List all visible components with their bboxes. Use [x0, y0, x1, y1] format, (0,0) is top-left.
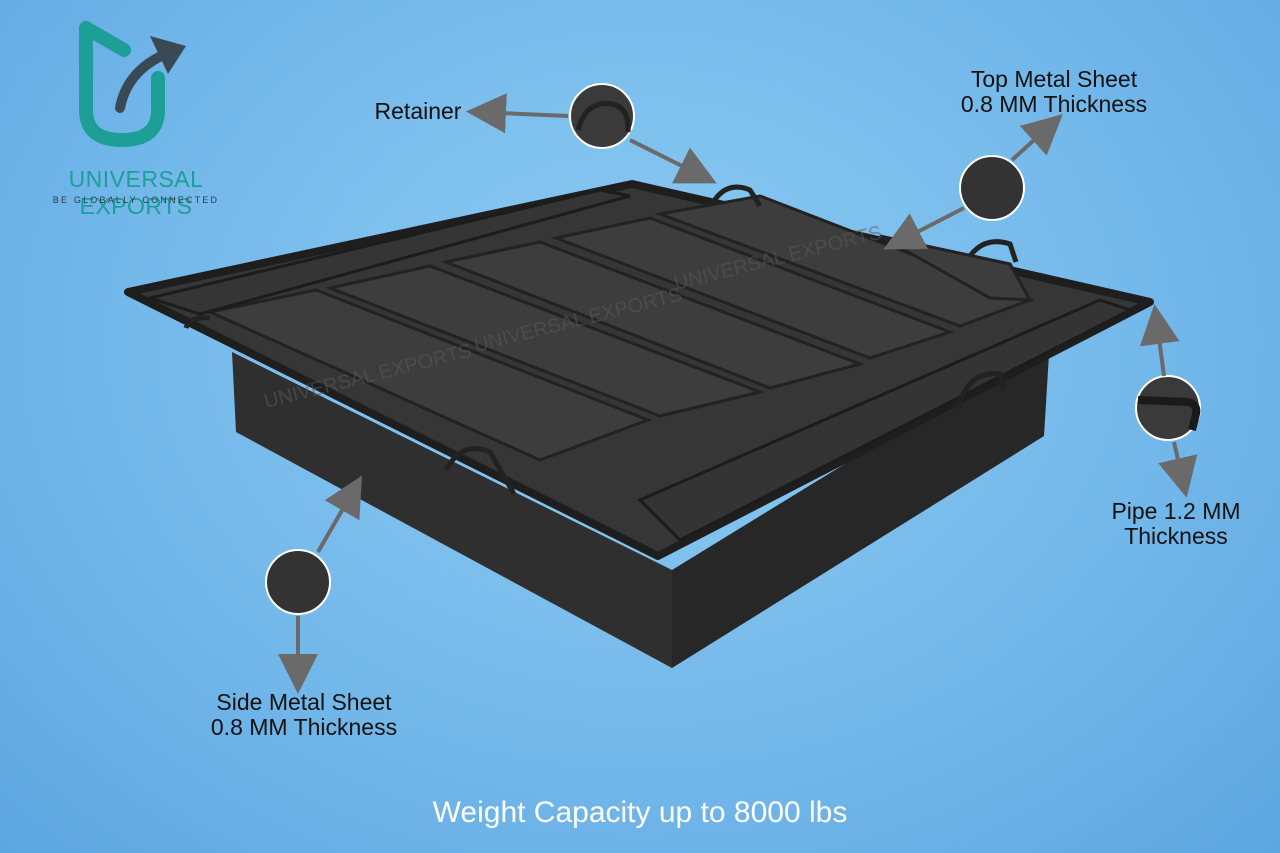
retainer-callout [569, 83, 635, 149]
retainer-handles [183, 184, 1019, 496]
brand-tagline: BE GLOBALLY CONNECTED [52, 195, 220, 205]
side-sheet-label-line-1: Side Metal Sheet [216, 689, 392, 715]
u-arrow-logo-icon [79, 21, 186, 148]
side-metal-sheet-front [232, 352, 672, 668]
right-side-board [637, 298, 1134, 542]
weight-capacity-caption: Weight Capacity up to 8000 lbs [432, 796, 848, 829]
retainer-label: Retainer [374, 98, 462, 124]
top-sheet-label-line-1: Top Metal Sheet [970, 66, 1138, 92]
side-sheet-label: Side Metal Sheet 0.8 MM Thickness [180, 690, 428, 740]
pipe-label-line-1: Pipe 1.2 MM [1111, 498, 1241, 524]
top-sheet-callout [959, 155, 1025, 221]
side-sheet-callout [265, 549, 331, 615]
callout-arrows [278, 93, 1198, 694]
side-metal-sheet-right [672, 338, 1050, 668]
pipe-label-line-2: Thickness [1124, 523, 1228, 549]
top-metal-sheets [205, 194, 1035, 462]
brand-name: UNIVERSAL EXPORTS [68, 166, 204, 219]
pipe-callout [1135, 375, 1201, 441]
top-sheet-label-line-2: 0.8 MM Thickness [960, 91, 1148, 117]
side-sheet-label-line-2: 0.8 MM Thickness [210, 714, 398, 740]
left-side-board [144, 188, 631, 316]
pipe-label: Pipe 1.2 MM Thickness [1094, 499, 1258, 549]
top-sheet-label: Top Metal Sheet 0.8 MM Thickness [930, 67, 1178, 117]
